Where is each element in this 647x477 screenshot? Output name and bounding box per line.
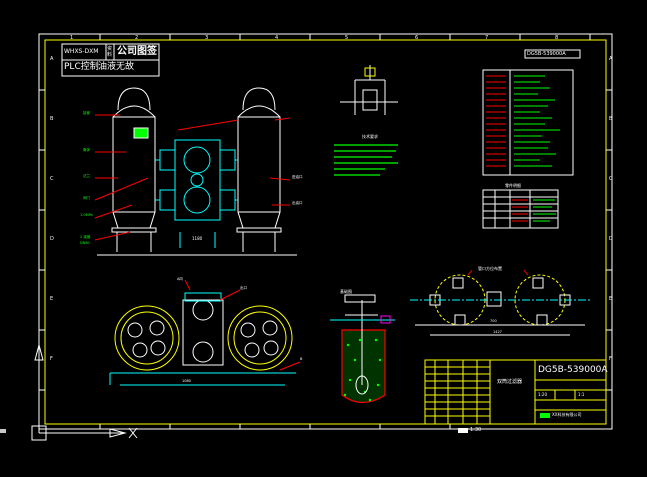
stamp-block: WHXS-DXM 资料 公司图签 PLC控制 油液无故 [62,44,159,76]
spec-table [482,49,581,176]
title-block [424,359,607,425]
stamp-code: WHXS-DXM [64,48,99,55]
svg-text:出口: 出口 [240,285,247,290]
stamp-frame [61,43,160,77]
spec-title: DG5B-539000A [527,51,566,57]
stamp-vertical-label: 资料 [107,46,113,58]
svg-text:D: D [50,236,54,242]
svg-text:F: F [609,356,612,362]
svg-text:7: 7 [485,35,488,41]
ucs-icon [31,343,138,441]
nozzle-layout-title: 管口方位布置 [478,265,502,271]
svg-text:6: 6 [415,35,418,41]
svg-text:8: 8 [555,35,558,41]
svg-text:1427: 1427 [493,330,502,334]
svg-text:阀门: 阀门 [83,195,90,200]
svg-text:B: B [50,116,54,122]
company-logo [540,413,550,418]
frame-zone-letters: A B C D E F A B C D E F 1 2 3 4 5 6 7 8 [50,35,613,362]
svg-text:B: B [609,116,613,122]
foundation-detail: 基础图 [330,288,395,404]
foundation-title: 基础图 [340,288,352,294]
sheet-value: 1:1 [578,392,585,397]
svg-text:B: B [300,357,303,361]
svg-text:A向: A向 [177,276,183,281]
bottom-code: 1:30 [470,427,482,433]
parts-table-title: 零件明细 [505,183,521,188]
svg-text:出油口: 出油口 [292,200,303,205]
drawing-number: DG5B-539000A [538,365,608,375]
svg-text:E: E [50,296,53,302]
svg-text:E: E [609,296,612,302]
tech-requirements-title: 技术要求 [362,133,378,139]
svg-text:1: 1 [70,35,73,41]
svg-text:3: 3 [205,35,208,41]
svg-text:4: 4 [275,35,278,41]
drawing-frame [38,33,613,430]
hydraulic-schematic [340,65,398,115]
scale-value: 1:20 [538,392,547,397]
svg-text:DN80: DN80 [80,241,90,245]
parts-table [482,189,559,229]
svg-text:进油口: 进油口 [292,174,303,179]
svg-text:5: 5 [345,35,348,41]
svg-text:接管: 接管 [83,110,90,115]
svg-text:A: A [50,56,54,62]
sheet-tab [458,428,468,433]
stamp-note: 油液无故 [98,62,135,72]
svg-text:法兰: 法兰 [83,173,90,178]
tech-requirements: 技术要求 [334,133,398,176]
svg-text:2: 2 [135,35,138,41]
svg-text:1080: 1080 [182,379,191,383]
drawing-title: 双筒过滤器 [497,379,523,385]
svg-text:C: C [50,176,54,182]
nozzle-layout: 管口方位布置 1427 700 [410,265,590,336]
company-name: XX科技有限公司 [552,412,582,417]
svg-text:A: A [609,56,613,62]
svg-text:F: F [50,356,53,362]
svg-text:D: D [609,236,613,242]
stamp-brand: 公司图签 [117,46,157,57]
stamp-plc: PLC控制 [64,62,99,72]
svg-text:C: C [609,176,613,182]
svg-text:2 接管: 2 接管 [80,234,91,239]
frame-zone-ticks [39,34,612,429]
total-width-dim: 1180 [192,236,203,241]
svg-text:1.0MPa: 1.0MPa [80,213,93,217]
svg-text:筒体: 筒体 [83,147,90,152]
svg-text:700: 700 [490,319,497,323]
